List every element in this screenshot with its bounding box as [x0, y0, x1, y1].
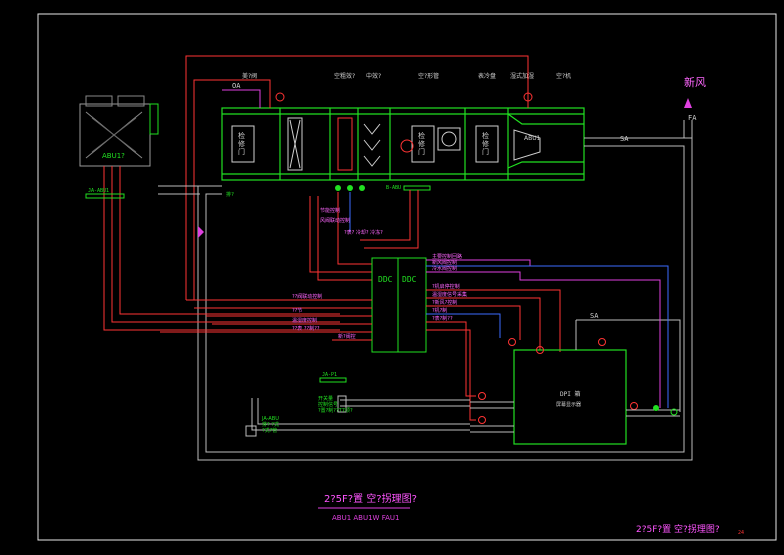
- fresh-air-label: 新风: [684, 75, 706, 89]
- dpi-box: [513, 349, 627, 445]
- chiller-label: ABU1?: [102, 152, 125, 160]
- sensor-to-ddc-lines: [309, 190, 419, 281]
- inspection-doors: [231, 125, 499, 163]
- top-label: 空?机: [556, 72, 571, 80]
- drawing-frame: [37, 13, 777, 541]
- sheet-number: 24: [738, 530, 744, 536]
- ddc-right-labels: 主要控制回路 新风阀控制 冷水阀控制 ?机启停控制 温湿度信号采集 ?新风?控制…: [432, 253, 467, 322]
- drawing-subtitle: ABU1 ABU1W FAU1: [332, 514, 399, 522]
- ja-label-1: JA-ABU1: [88, 188, 109, 194]
- top-label: 中效?: [366, 72, 381, 80]
- drain-label: B-ABU: [386, 185, 401, 191]
- damper-actuator-icon: [275, 92, 285, 102]
- ddc-output-label: 温湿度信号采集: [432, 291, 467, 298]
- lower-label: 控制信号: [318, 401, 338, 408]
- ja-box-1: [85, 193, 125, 199]
- ducts: [158, 120, 693, 461]
- top-label: 美?阀: [242, 72, 257, 80]
- ddc-label-1: DDC: [378, 275, 393, 284]
- signal-label: ??节: [292, 308, 302, 314]
- ja-label-2: JA-P1: [322, 372, 337, 378]
- duct-sensors: [335, 185, 431, 191]
- ddc-output-label: 新风阀控制: [432, 259, 457, 266]
- ddc-output-label: 主要控制回路: [432, 253, 462, 260]
- component-labels: 美?阀 空粗效? 中效? 空?形管 表冷盘 湿式加湿 空?机: [242, 72, 571, 80]
- oa-label: OA: [232, 82, 241, 90]
- ddc-output-lines: [426, 259, 669, 421]
- air-handling-unit: [221, 107, 585, 181]
- corner-title: 2?5F?置 空?拐理图?: [636, 523, 720, 535]
- flow-arrow-icon: [198, 226, 204, 238]
- damper-signal-line: [185, 55, 529, 300]
- center-labels: 节能控制 风阀联动控制 ?表? 冷却? 冷冻?: [320, 207, 383, 236]
- ddc-label-2: DDC: [402, 275, 417, 284]
- ddc-output-label: ?新风?控制: [432, 299, 457, 306]
- dpi-label: DPI 箱: [560, 390, 580, 398]
- oa-magenta-line: [222, 89, 261, 108]
- lower-label: JA-ABU: [261, 416, 279, 422]
- ddc-output-label: ?机启停控制: [432, 283, 460, 290]
- signal-label: ??阀联动控制: [292, 293, 322, 300]
- left-signal-bus: [160, 299, 372, 341]
- inspection-door-1: 检修门: [238, 131, 245, 156]
- ddc-output-label: 冷水阀控制: [432, 265, 457, 272]
- left-signal-labels: ??阀联动控制 ??节 温湿度控制 ??表 ??制?? 新?阀控: [292, 293, 356, 340]
- center-label: 风阀联动控制: [320, 217, 350, 224]
- inspection-door-3: 检修门: [482, 131, 489, 156]
- outdoor-signal-line: [193, 79, 271, 300]
- center-label: 节能控制: [320, 207, 340, 214]
- dpi-piping: [470, 320, 680, 433]
- oa-sensor-icon: [670, 408, 678, 416]
- lower-left-lines: [245, 395, 470, 437]
- top-label: 空?形管: [418, 72, 439, 80]
- exhaust-label: 排?: [226, 191, 234, 198]
- signal-label: ??表 ??制??: [292, 325, 320, 332]
- fan-actuator-icon: [523, 92, 533, 102]
- ahu-internal-components: [287, 117, 541, 171]
- lower-left-labels: 开关量 控制信号 ?置?制??77顷? JA-ABU 排? ?式 ?式?管: [261, 395, 353, 434]
- top-label: 空粗效?: [334, 72, 355, 80]
- center-label: ?表? 冷却? 冷冻?: [344, 229, 383, 236]
- chiller-unit: ABU1?: [79, 95, 159, 167]
- fan-label: ABU1: [524, 135, 541, 142]
- ddc-output-label: ?机?制: [432, 307, 447, 314]
- dpi-sub-label: 屏幕显示器: [556, 401, 581, 408]
- drawing-title: 2?5F?置 空?拐理图?: [324, 492, 417, 505]
- top-label: 表冷盘: [478, 72, 496, 80]
- chiller-piping: [103, 166, 340, 331]
- lower-label: ?置?制??77顷?: [318, 407, 353, 414]
- sa-sensor-icon: [653, 405, 659, 411]
- sa-label: SA: [620, 135, 629, 143]
- signal-label: 温湿度控制: [292, 317, 317, 324]
- sa-duct-label: SA: [590, 312, 599, 320]
- dpi-valves: [478, 338, 638, 424]
- inspection-door-2: 检修门: [418, 131, 425, 156]
- signal-label: 新?阀控: [338, 333, 356, 340]
- flow-arrow-icon: [684, 98, 692, 108]
- ddc-controller: [371, 257, 427, 353]
- lower-label: 开关量: [318, 395, 333, 402]
- ja-box-2: [319, 377, 347, 383]
- top-label: 湿式加湿: [510, 72, 534, 80]
- ddc-output-label: ?表?制??: [432, 315, 453, 322]
- lower-label: ?式?管: [262, 427, 277, 434]
- lower-label: 排? ?式: [262, 421, 279, 428]
- fa-label: FA: [688, 114, 697, 122]
